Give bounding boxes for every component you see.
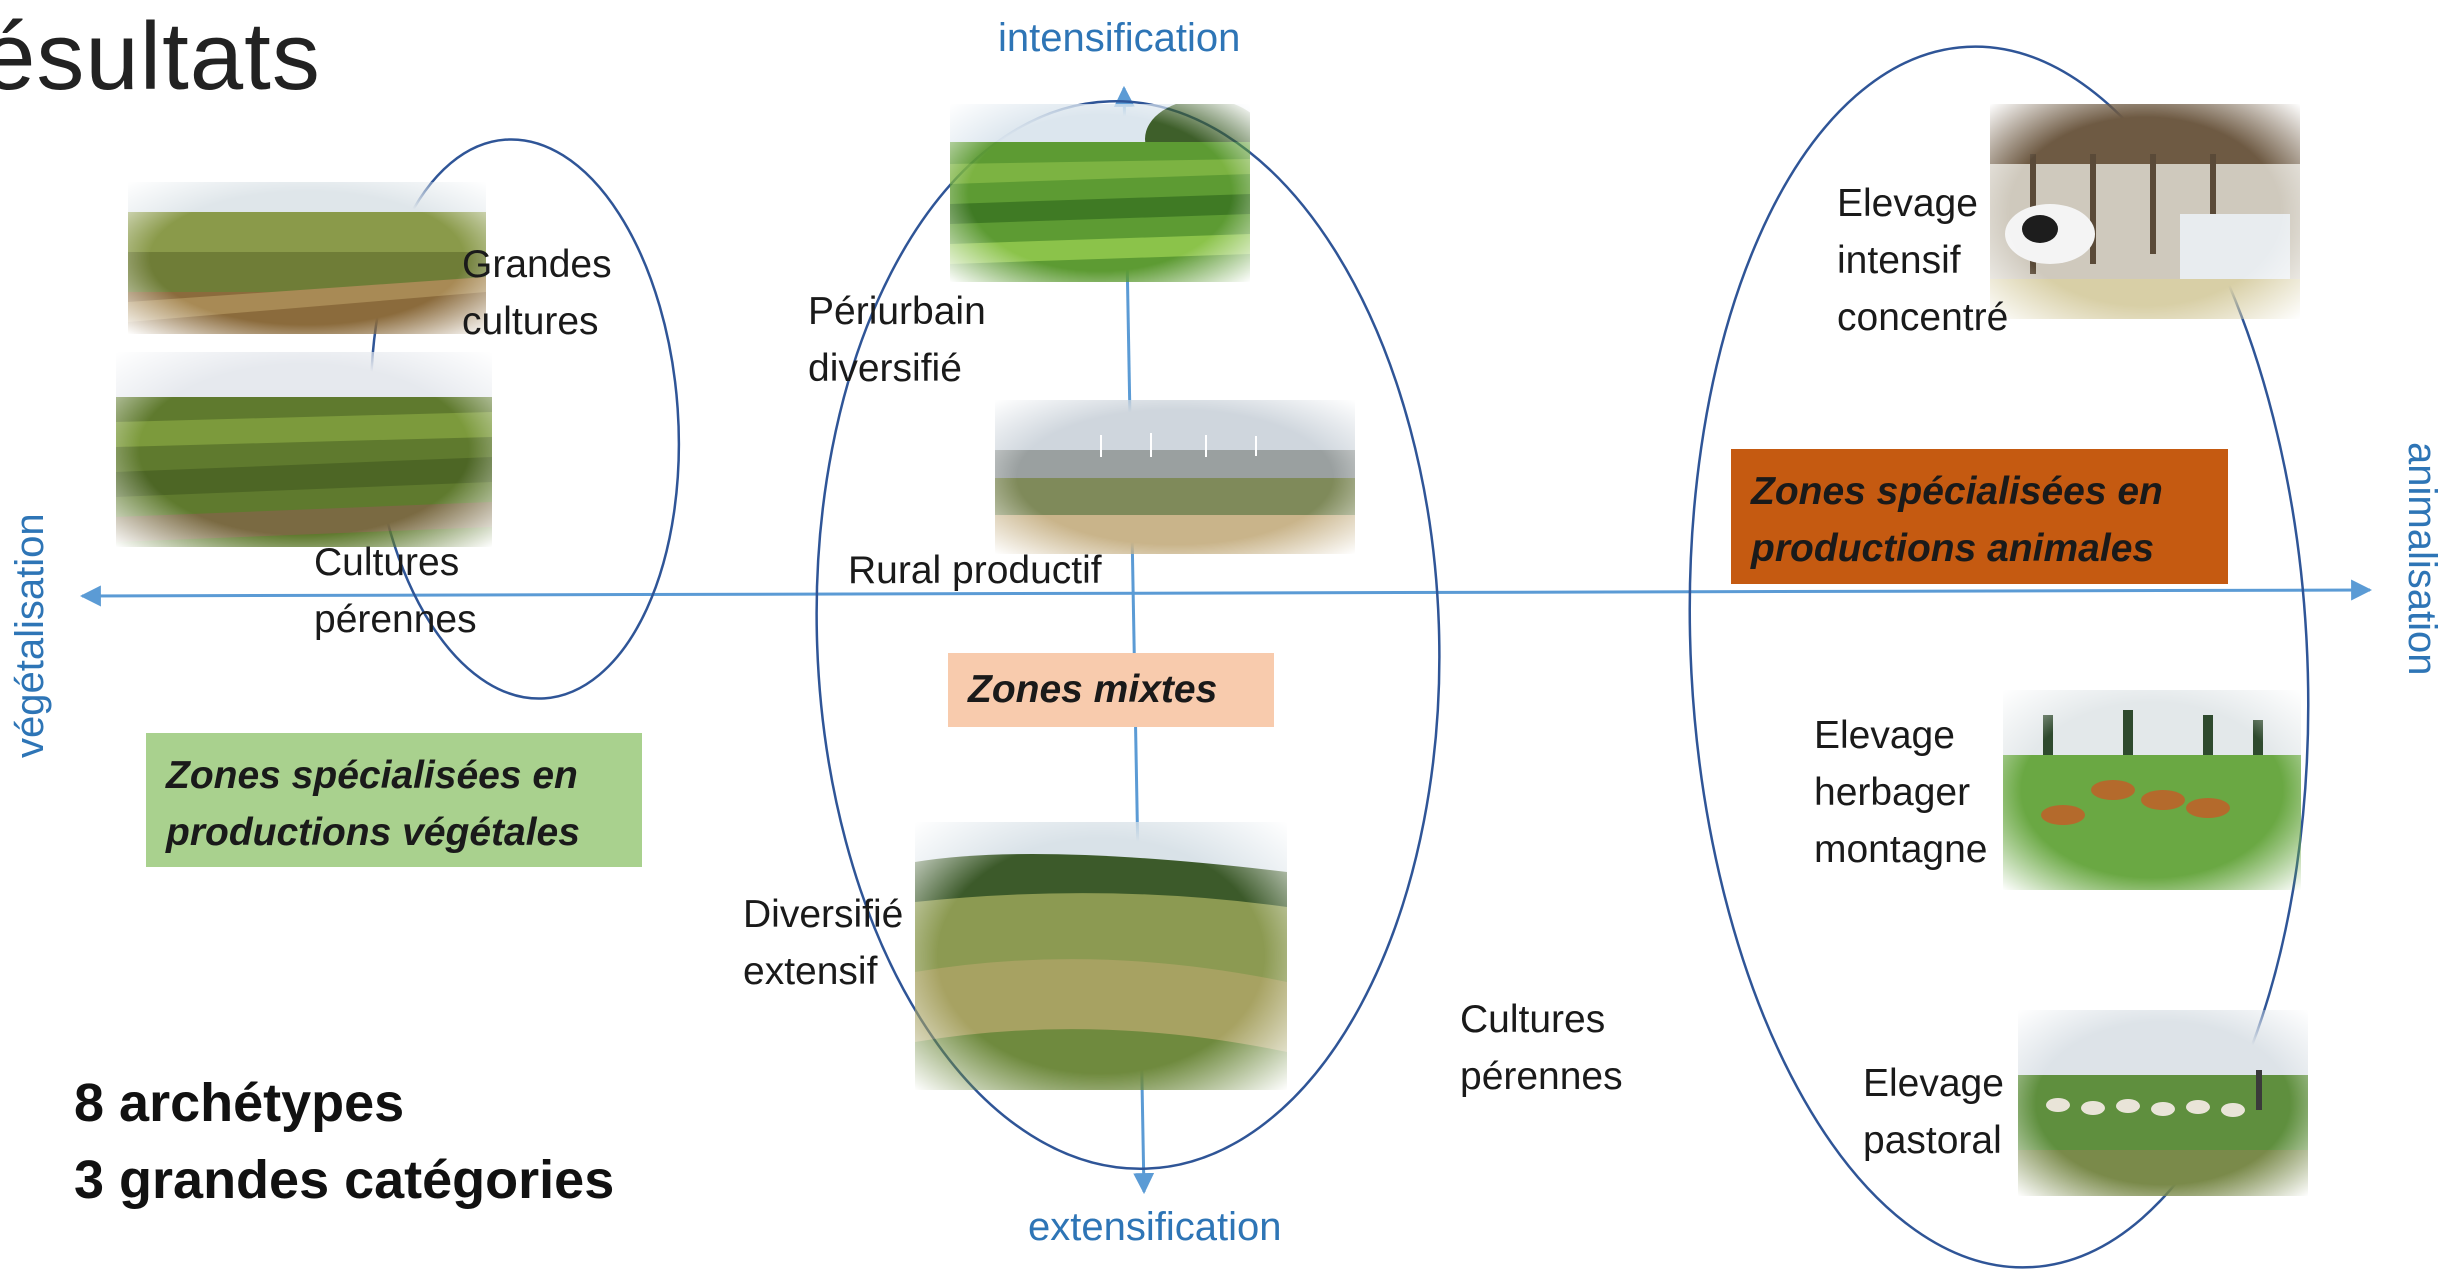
dairy-barn-photo [1990, 104, 2300, 319]
axis-label-right: animalisation [2400, 442, 2444, 676]
label-rural-productif: Rural productif [848, 549, 1102, 592]
summary-text: 8 archétypes 3 grandes catégories [74, 1073, 615, 1210]
axis-label-bottom: extensification [1028, 1205, 1282, 1249]
label-grandes-cultures: Grandes cultures [462, 243, 612, 343]
category-box-vegetal: Zones spécialisées en productions végéta… [146, 733, 642, 867]
label-cultures-perennes-vegetal: Cultures pérennes [314, 541, 477, 641]
axis-label-left: végétalisation [8, 513, 52, 758]
vegetable-field-photo [950, 104, 1250, 282]
label-elevage-herbager-montagne: Elevage herbager montagne [1814, 714, 1988, 871]
ellipse-animal-zone [1688, 45, 2310, 1269]
horizontal-axis-arrow [79, 579, 2373, 607]
category-box-animal: Zones spécialisées en productions animal… [1731, 449, 2228, 584]
rural-town-photo [995, 400, 1355, 554]
label-elevage-pastoral: Elevage pastoral [1863, 1062, 2004, 1162]
mountain-cattle-photo [2003, 690, 2301, 890]
vineyard-photo [116, 352, 492, 547]
rolling-hills-photo [915, 822, 1287, 1090]
category-box-mixed: Zones mixtes [948, 653, 1274, 727]
axis-label-top: intensification [998, 16, 1241, 60]
cereal-field-photo [128, 182, 486, 334]
sheep-flock-photo [2018, 1010, 2308, 1196]
label-periurbain-diversifie: Périurbain diversifié [808, 290, 986, 390]
slide-title: ésultats [0, 3, 321, 110]
label-cultures-perennes-center: Cultures pérennes [1460, 998, 1623, 1098]
ellipse-mixed-zone [815, 99, 1441, 1171]
label-diversifie-extensif: Diversifié extensif [743, 893, 904, 993]
label-elevage-intensif-concentre: Elevage intensif concentré [1837, 182, 2009, 339]
